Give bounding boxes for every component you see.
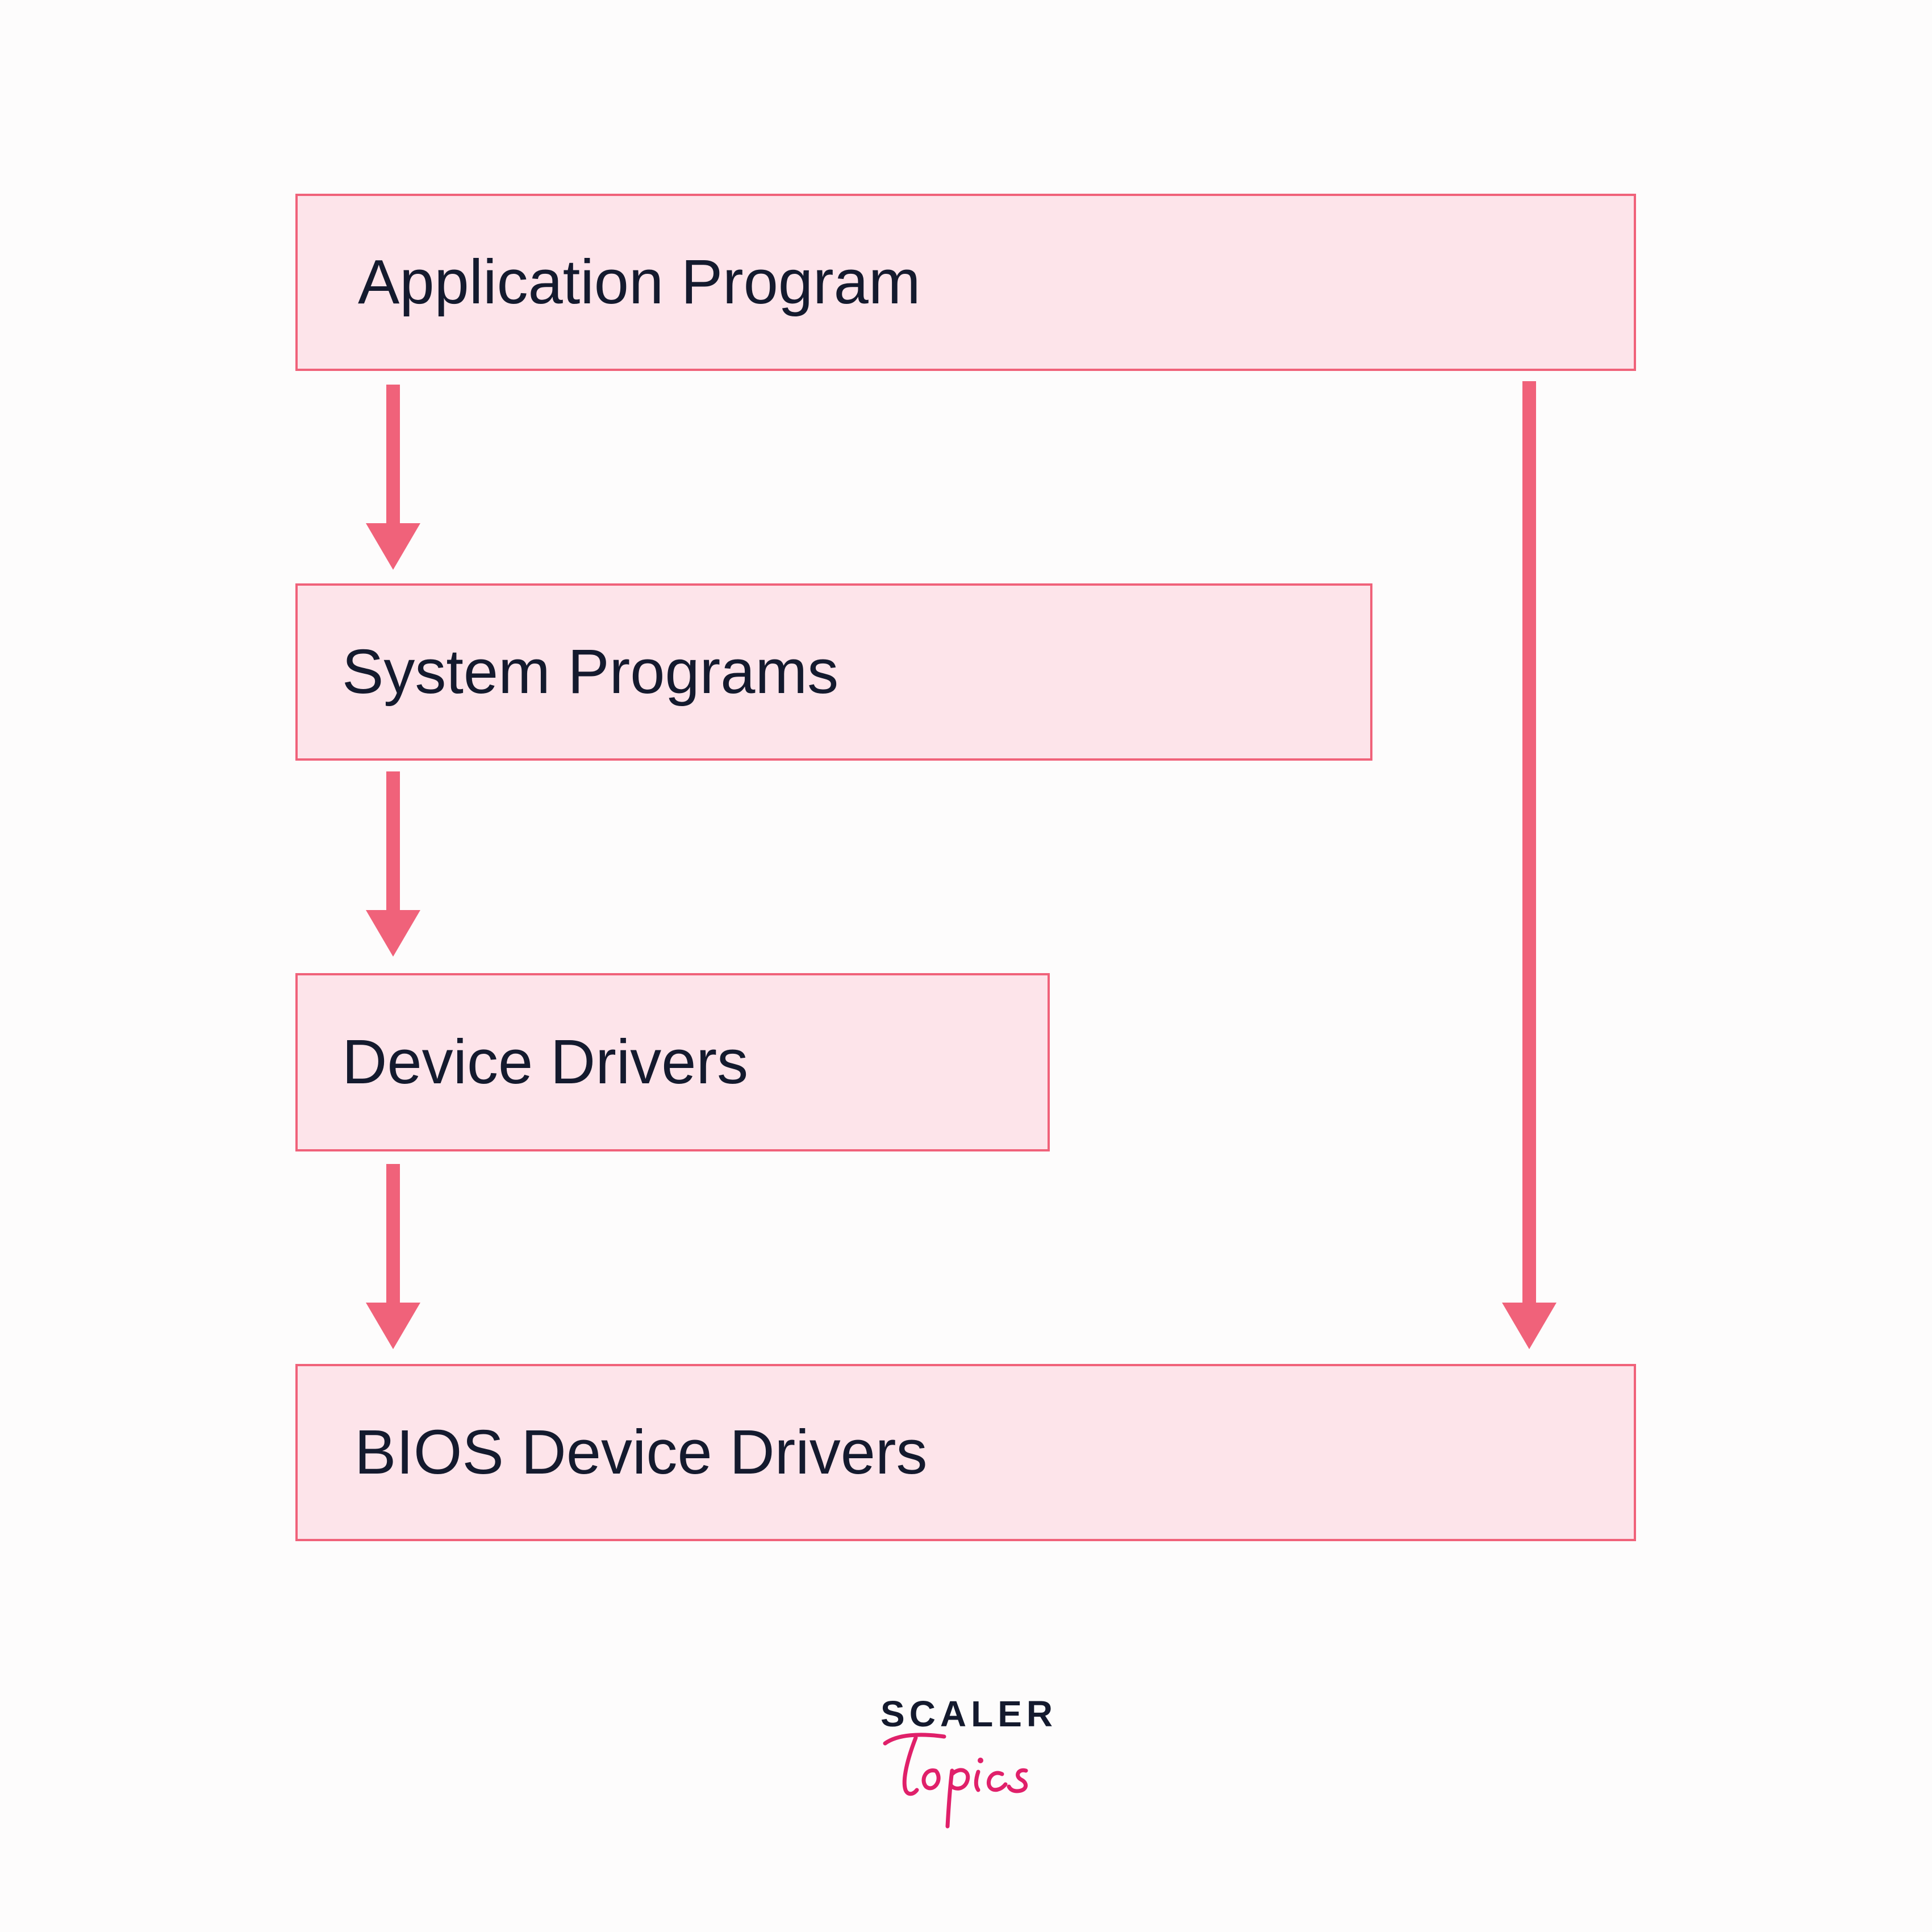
logo-wordmark: SCALER: [881, 1693, 1058, 1734]
arrow-app-to-bios: [1502, 381, 1557, 1349]
device-drivers-label: Device Drivers: [342, 1027, 749, 1097]
application-program-label: Application Program: [358, 247, 921, 317]
arrow-device-to-bios: [366, 1164, 420, 1349]
bios-device-drivers-label: BIOS Device Drivers: [354, 1417, 928, 1487]
bios-device-drivers-box: BIOS Device Drivers: [295, 1364, 1636, 1541]
device-drivers-box: Device Drivers: [295, 973, 1050, 1151]
scaler-topics-logo: SCALER: [881, 1696, 1062, 1843]
logo-script-mark: [883, 1733, 1028, 1829]
system-programs-label: System Programs: [342, 637, 839, 707]
application-program-box: Application Program: [295, 194, 1636, 371]
arrow-system-to-device: [366, 771, 420, 957]
arrow-app-to-system: [366, 385, 420, 570]
system-programs-box: System Programs: [295, 583, 1372, 761]
